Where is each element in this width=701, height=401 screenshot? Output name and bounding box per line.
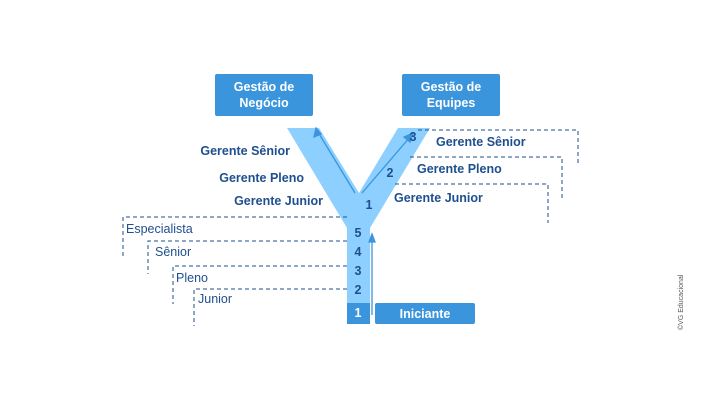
stem-number-5: 5 <box>354 226 362 240</box>
copyright-text: ©VG Educacional <box>678 274 685 330</box>
stem-number-1: 1 <box>354 306 362 320</box>
left-gerente-pleno: Gerente Pleno <box>219 171 304 185</box>
bracket-right-pleno <box>410 156 563 198</box>
right-number-1: 1 <box>365 198 373 212</box>
bracket-left-senior <box>147 240 347 274</box>
left-gerente-senior: Gerente Sênior <box>200 144 290 158</box>
stem-number-3: 3 <box>354 264 362 278</box>
level-senior: Sênior <box>155 245 192 259</box>
stem-number-4: 4 <box>354 245 362 259</box>
level-especialista: Especialista <box>126 222 193 236</box>
right-number-3: 3 <box>409 130 417 144</box>
stem-base <box>347 303 370 324</box>
arrow-left-head <box>313 126 323 139</box>
left-gerente-junior: Gerente Junior <box>234 194 323 208</box>
gestao-negocio-box: Gestão de Negócio <box>215 74 313 116</box>
bracket-right-junior <box>395 183 549 223</box>
right-number-2: 2 <box>386 166 394 180</box>
y-shape <box>287 128 430 305</box>
right-gerente-senior: Gerente Sênior <box>436 135 526 149</box>
level-junior: Junior <box>198 292 233 306</box>
arrow-right-branch <box>361 136 411 194</box>
bracket-left-junior <box>193 288 347 326</box>
bracket-left-pleno <box>172 265 347 304</box>
bracket-right-senior <box>418 129 579 163</box>
arrow-stem-head <box>368 232 376 243</box>
stem-number-2: 2 <box>354 283 362 297</box>
gestao-equipes-box: Gestão de Equipes <box>402 74 500 116</box>
iniciante-box: Iniciante <box>375 303 475 324</box>
bracket-left-especialista <box>122 216 347 256</box>
right-gerente-junior: Gerente Junior <box>394 191 483 205</box>
level-pleno: Pleno <box>176 271 208 285</box>
arrow-right-head <box>402 131 415 144</box>
right-gerente-pleno: Gerente Pleno <box>417 162 502 176</box>
arrow-left-branch <box>317 131 356 194</box>
